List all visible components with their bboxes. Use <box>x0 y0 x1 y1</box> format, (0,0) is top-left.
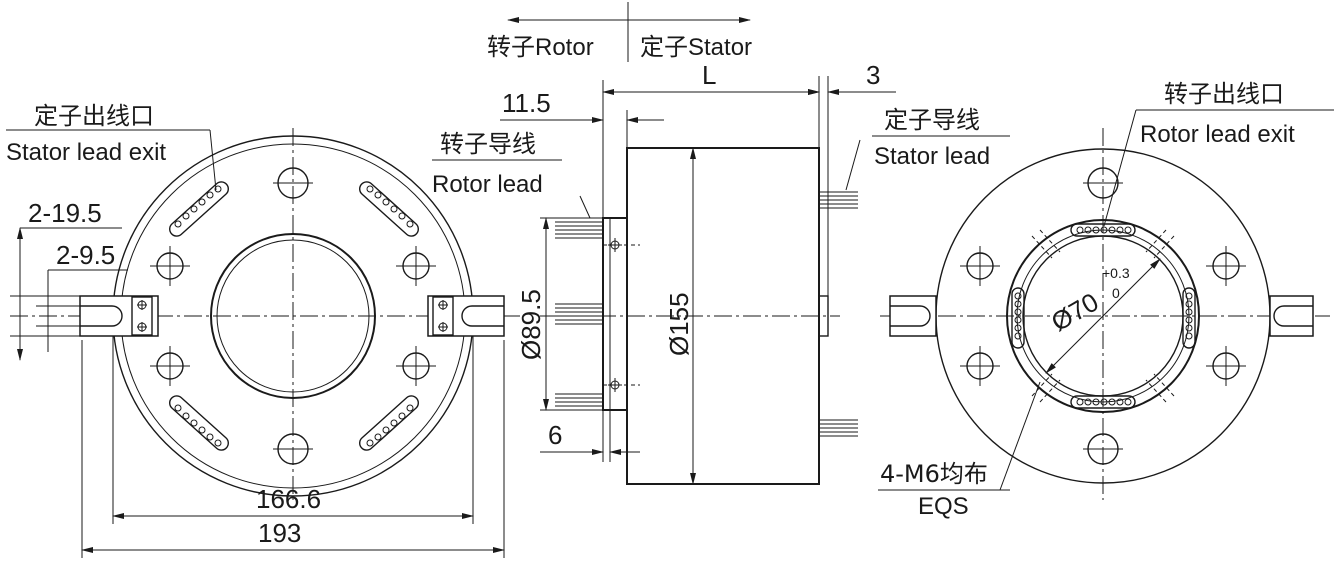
rotor-label: 转子Rotor <box>487 34 594 61</box>
mounting-hole-group-left <box>150 167 436 465</box>
stator-label: 定子Stator <box>640 34 752 61</box>
dim-166-6: 166.6 <box>256 484 321 514</box>
left-face-view: 定子出线口 Stator lead exit 2-19.5 2-9.5 166.… <box>6 102 520 558</box>
bore-tol-lower: 0 <box>1112 285 1120 301</box>
rotor-lead-cn: 转子导线 <box>440 130 536 158</box>
dim-6: 6 <box>548 420 562 450</box>
dim-193: 193 <box>258 518 301 548</box>
holes-spec-cn: 4-M6均布 <box>880 460 988 488</box>
anti-rotation-tab-right-view-left <box>889 295 937 337</box>
stator-lead-en: Stator lead <box>874 143 990 170</box>
slot-width-dims: 2-19.5 2-9.5 <box>10 198 128 361</box>
stator-lead-exit-slots <box>169 181 419 451</box>
bore-diameter: Ø70 <box>1046 287 1104 338</box>
hub-screw-marks <box>603 238 640 392</box>
rotor-lead-exit-cn: 转子出线口 <box>1164 80 1284 108</box>
dim-d89-5: Ø89.5 <box>516 289 546 360</box>
side-view: L 3 11.5 转子导线 Rotor lead 定子导线 Stator lea… <box>432 60 1010 485</box>
diameter-dims-bottom: 166.6 193 <box>81 336 505 558</box>
bore-tol-upper: +0.3 <box>1102 265 1130 281</box>
stator-lead-exit-en: Stator lead exit <box>6 139 166 166</box>
mounting-hole-group-right <box>960 167 1246 465</box>
rotor-stator-header: 转子Rotor 定子Stator <box>487 2 752 62</box>
holes-spec-en: EQS <box>918 493 969 520</box>
dim-d155: Ø155 <box>664 292 694 356</box>
anti-rotation-tab-left <box>79 295 159 337</box>
anti-rotation-tab-right-view-right <box>1269 295 1314 337</box>
rotor-lead-exit-slots <box>1011 223 1196 409</box>
m6-thread-marks <box>1031 229 1175 403</box>
stator-lead-wires <box>819 139 861 437</box>
dim-2-9-5: 2-9.5 <box>56 240 115 270</box>
dim-11-5: 11.5 <box>502 88 551 118</box>
dim-L: L <box>702 60 716 90</box>
anti-rotation-tab-right <box>427 295 505 337</box>
rotor-lead-en: Rotor lead <box>432 171 543 198</box>
stator-lead-cn: 定子导线 <box>884 106 980 134</box>
rotor-lead-exit-en: Rotor lead exit <box>1140 121 1295 148</box>
stator-lead-exit-cn: 定子出线口 <box>34 102 154 130</box>
dim-2-19-5: 2-19.5 <box>28 198 102 228</box>
rotor-lead-wires <box>555 195 603 407</box>
dim-3: 3 <box>866 60 880 90</box>
